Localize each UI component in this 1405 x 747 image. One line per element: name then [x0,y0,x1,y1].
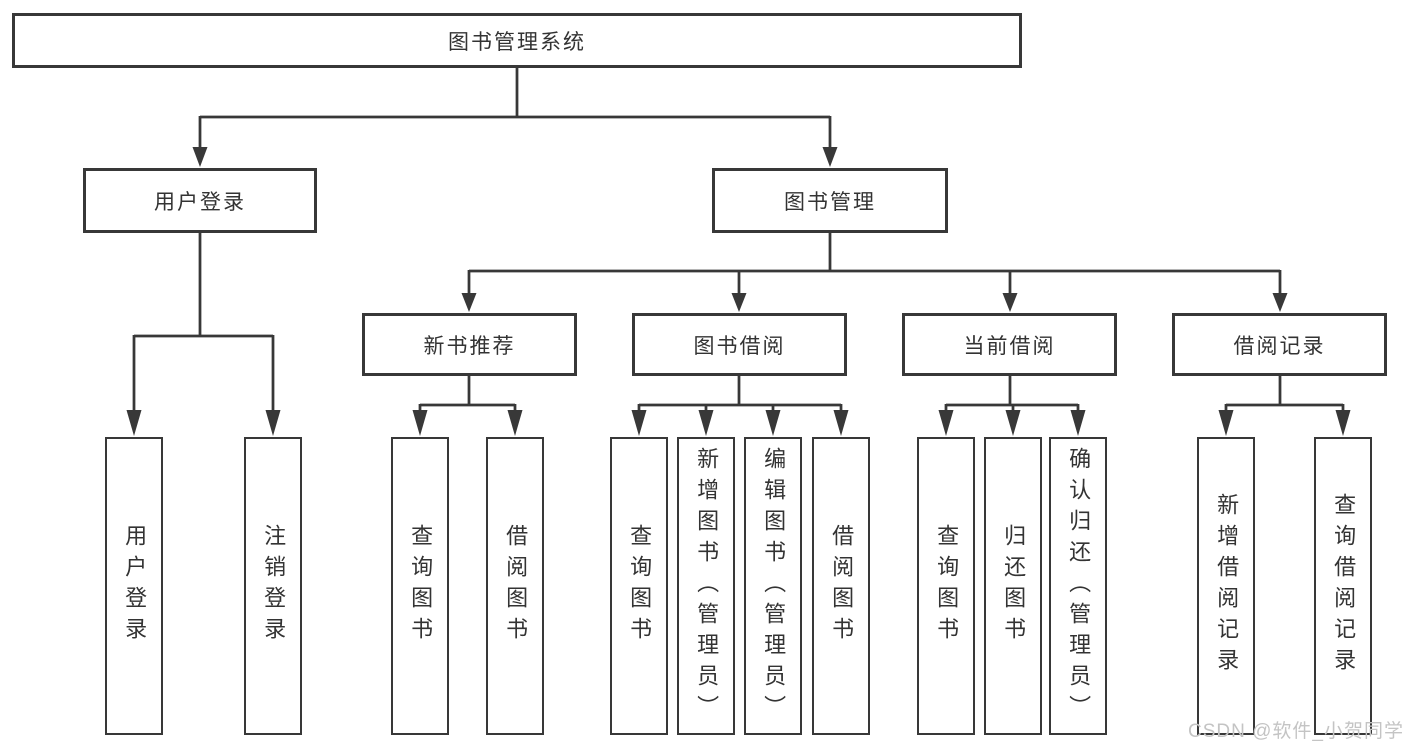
leaf-borrow-books-recommend-label: 借阅图书 [503,524,529,648]
node-book-borrow: 图书借阅 [632,313,847,376]
leaf-edit-books-admin: 编辑图书（管理员） [744,437,802,735]
leaf-query-books-borrow-label: 查询图书 [627,524,653,648]
leaf-confirm-return-admin-label: 确认归还（管理员） [1066,446,1092,726]
node-new-book-recommend: 新书推荐 [362,313,577,376]
leaf-edit-books-admin-label: 编辑图书（管理员） [761,446,787,726]
leaf-add-borrow-record-label: 新增借阅记录 [1214,493,1240,679]
leaf-add-borrow-record: 新增借阅记录 [1197,437,1255,735]
leaf-borrow-books: 借阅图书 [812,437,870,735]
leaf-logout-login: 注销登录 [244,437,302,735]
leaf-query-borrow-record: 查询借阅记录 [1314,437,1372,735]
node-library-system-label: 图书管理系统 [448,30,586,54]
leaf-add-books-admin: 新增图书（管理员） [677,437,735,735]
leaf-query-books-current-label: 查询图书 [934,524,960,648]
leaf-query-borrow-record-label: 查询借阅记录 [1331,493,1357,679]
leaf-logout-login-label: 注销登录 [261,524,287,648]
leaf-user-login-label: 用户登录 [122,524,148,648]
leaf-query-books-recommend: 查询图书 [391,437,449,735]
node-user-login-label: 用户登录 [154,190,246,214]
node-user-login: 用户登录 [83,168,317,233]
leaf-confirm-return-admin: 确认归还（管理员） [1049,437,1107,735]
node-new-book-recommend-label: 新书推荐 [423,334,516,358]
leaf-borrow-books-recommend: 借阅图书 [486,437,544,735]
csdn-watermark: CSDN @软件_小贺同学 [1188,721,1404,742]
node-book-management: 图书管理 [712,168,948,233]
node-borrow-records-label: 借阅记录 [1233,334,1326,358]
leaf-query-books-recommend-label: 查询图书 [408,524,434,648]
leaf-return-books-label: 归还图书 [1001,524,1027,648]
node-book-management-label: 图书管理 [784,190,876,214]
node-current-borrow-label: 当前借阅 [963,334,1056,358]
node-current-borrow: 当前借阅 [902,313,1117,376]
leaf-add-books-admin-label: 新增图书（管理员） [694,446,720,726]
node-book-borrow-label: 图书借阅 [693,334,786,358]
leaf-user-login: 用户登录 [105,437,163,735]
leaf-borrow-books-label: 借阅图书 [829,524,855,648]
leaf-query-books-borrow: 查询图书 [610,437,668,735]
leaf-query-books-current: 查询图书 [917,437,975,735]
node-library-system: 图书管理系统 [12,13,1022,68]
node-borrow-records: 借阅记录 [1172,313,1387,376]
leaf-return-books: 归还图书 [984,437,1042,735]
